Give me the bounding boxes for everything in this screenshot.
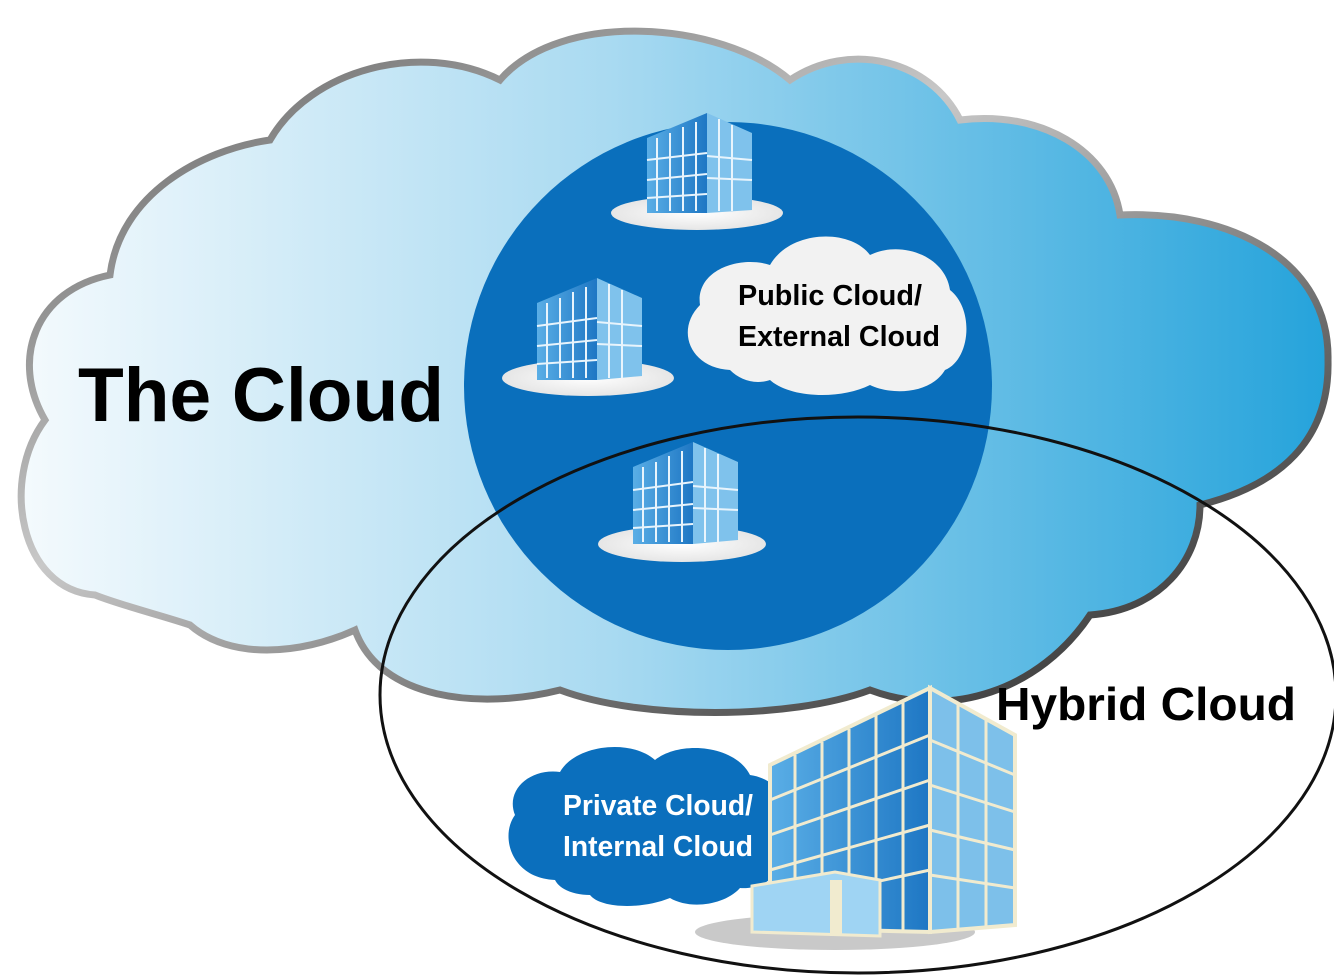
datacenter-building-icon: [502, 278, 674, 396]
hybrid-cloud-ellipse: [378, 415, 1334, 975]
office-building-icon: [695, 684, 1017, 950]
datacenter-building-icon: [598, 442, 766, 562]
datacenter-building-icon: [611, 113, 783, 230]
public-cloud-shape: [687, 236, 967, 396]
private-cloud-label-line2: Internal Cloud: [563, 831, 753, 863]
private-cloud-shape: [508, 746, 788, 906]
hybrid-cloud-label: Hybrid Cloud: [996, 678, 1296, 730]
private-cloud-label-line1: Private Cloud/: [563, 790, 753, 822]
public-cloud-label-line2: External Cloud: [738, 321, 940, 353]
the-cloud-label: The Cloud: [78, 353, 444, 438]
public-cloud-label-line1: Public Cloud/: [738, 280, 922, 312]
